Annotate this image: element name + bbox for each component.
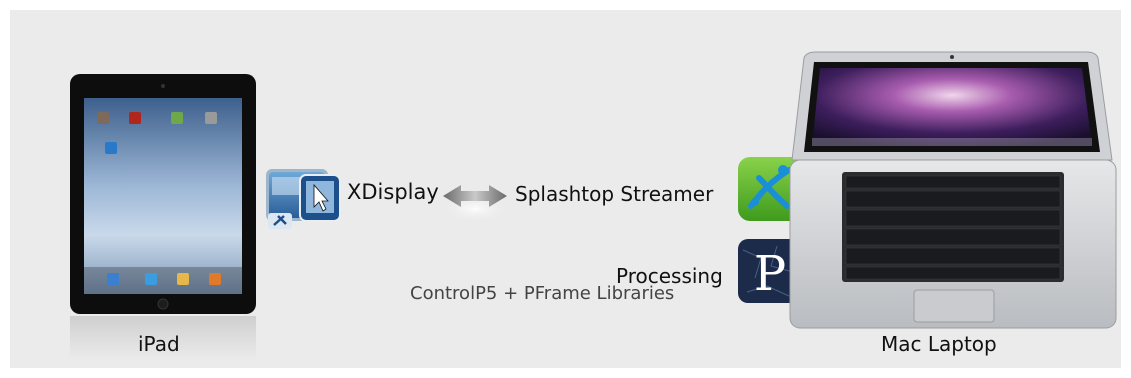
ipad-label: iPad <box>138 332 180 356</box>
mac-laptop-device-icon <box>789 51 1117 329</box>
ipad-device-icon <box>70 74 256 360</box>
splashtop-app-icon <box>738 157 802 221</box>
diagram-canvas: XDisplay Splashtop Streamer <box>10 10 1121 368</box>
mac-laptop-label: Mac Laptop <box>881 332 997 356</box>
xdisplay-app-icon <box>266 169 341 229</box>
xdisplay-label: XDisplay <box>347 180 439 204</box>
processing-label: Processing <box>616 264 723 288</box>
double-arrow-icon <box>441 185 509 220</box>
libraries-label: ControlP5 + PFrame Libraries <box>410 283 675 304</box>
processing-logo-letter: P <box>754 246 786 302</box>
processing-app-icon: P <box>738 239 802 303</box>
splashtop-label: Splashtop Streamer <box>515 182 714 206</box>
